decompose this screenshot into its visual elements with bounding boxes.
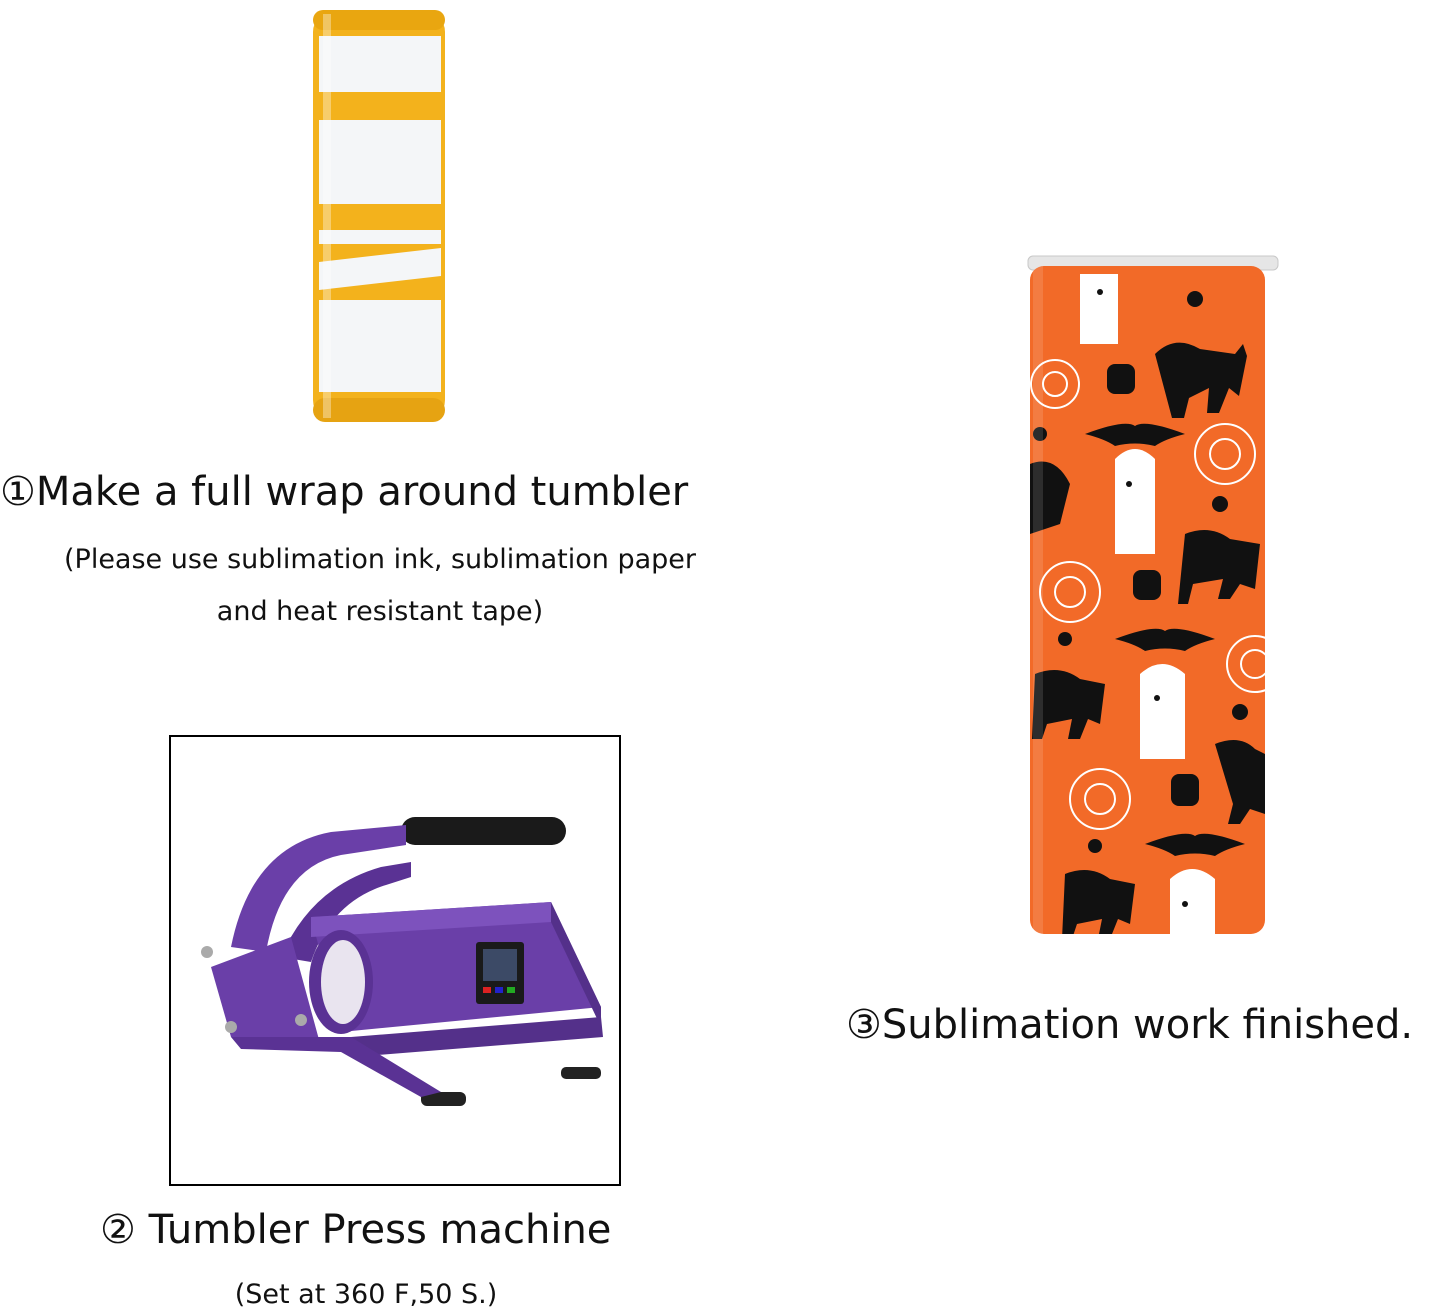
- step-3-title: ③Sublimation work finished.: [846, 1002, 1414, 1048]
- step-1-note-line-2: and heat resistant tape): [216, 596, 544, 627]
- step-1-note-line-1: (Please use sublimation ink, sublimation…: [64, 544, 696, 575]
- tumbler-press-photo-icon: [201, 817, 603, 1106]
- step-2-title: ② Tumbler Press machine: [100, 1207, 612, 1253]
- press-machine-frame: [169, 735, 621, 1186]
- halloween-tumbler-photo-icon: [1027, 255, 1279, 934]
- step-1-title: ①Make a full wrap around tumbler: [0, 469, 689, 515]
- wrapped-tumbler-image: [305, 0, 455, 430]
- wrapped-tumbler-photo-icon: [313, 10, 445, 422]
- finished-tumbler-image: [1025, 254, 1281, 939]
- step-2-note: (Set at 360 F,50 S.): [234, 1279, 498, 1310]
